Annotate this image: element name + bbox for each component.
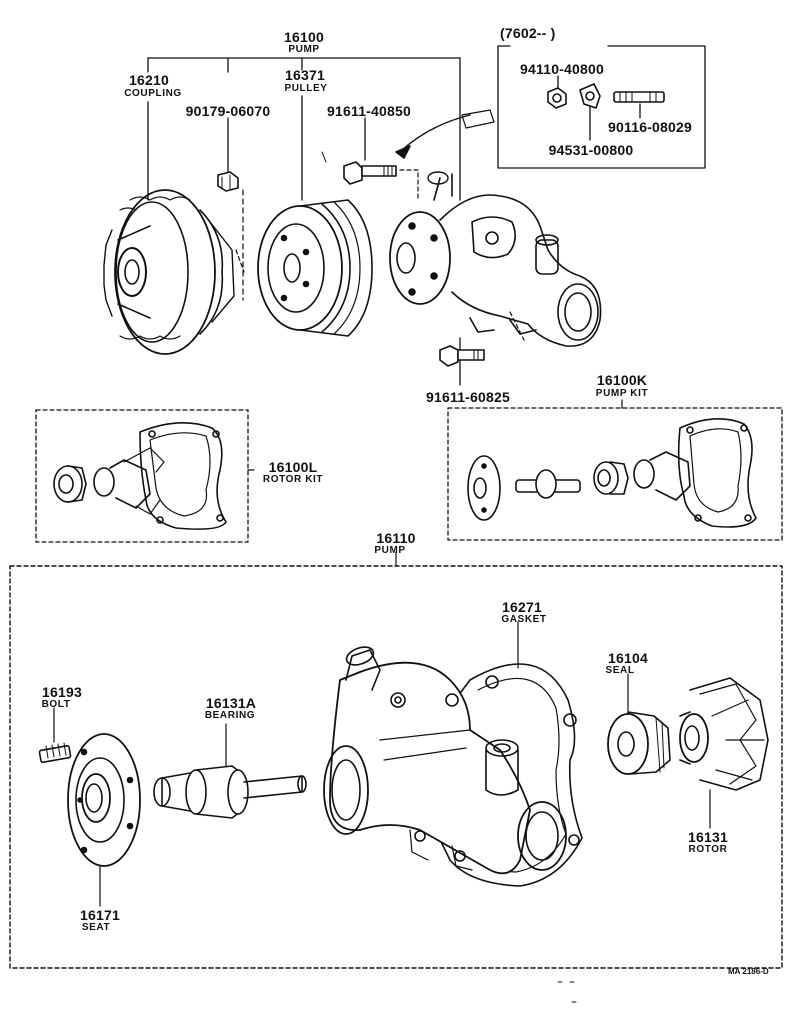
bearing-16131A: [153, 723, 307, 819]
leader-lines-top: [147, 57, 461, 386]
rotor-name: ROTOR: [688, 844, 728, 855]
pump-sub-number: 16110: [376, 530, 416, 546]
pump-assembly-name: PUMP: [288, 44, 320, 55]
pulley-name: PULLEY: [284, 83, 328, 94]
rotor-number: 16131: [688, 829, 728, 845]
seat-number: 16171: [80, 907, 120, 923]
pump-body-large: [323, 621, 583, 887]
pump-kit-number: 16100K: [596, 372, 648, 388]
pump-sub-name: PUMP: [374, 545, 406, 556]
rotor-kit-number: 16100L: [268, 459, 318, 475]
bearing-number: 16131A: [205, 695, 257, 711]
seat-16171: [67, 733, 141, 907]
bolt-bottom: [439, 345, 485, 367]
inset-nut: [547, 87, 567, 109]
gasket-name: GASKET: [501, 614, 547, 625]
fan-coupling: [103, 189, 245, 355]
inset-washer: [579, 83, 601, 109]
pump-assembly-number: 16100: [284, 29, 324, 45]
coupling-number: 16210: [129, 72, 169, 88]
pulley: [257, 199, 373, 337]
nut-number: 90179-06070: [185, 103, 271, 119]
pump-kit-name: PUMP KIT: [595, 388, 649, 399]
bottom-bolt-number: 91611-60825: [426, 389, 510, 405]
rotor-16131: [679, 677, 769, 829]
top-bolt-number: 91611-40850: [327, 103, 411, 119]
stud-number: 90116-08029: [608, 119, 692, 135]
seal-16104: [607, 673, 671, 775]
gasket-number: 16271: [502, 599, 542, 615]
washer-number: 94531-00800: [548, 142, 634, 158]
seal-number: 16104: [608, 650, 648, 666]
drawing-reference: MA 2186-D: [728, 967, 769, 976]
seat-name: SEAT: [81, 922, 111, 933]
seat-bolt-name: BOLT: [41, 699, 71, 710]
rotor-kit-box: [35, 409, 255, 543]
bearing-name: BEARING: [204, 710, 256, 721]
seal-name: SEAL: [605, 665, 635, 676]
pump-kit-box: [447, 399, 783, 541]
inset-pointer-arrow: [321, 109, 495, 163]
bolt-top: [343, 161, 419, 201]
seat-bolt-number: 16193: [42, 684, 82, 700]
pump-main-box: [9, 551, 783, 969]
water-pump-top: [389, 171, 602, 347]
serial-range: (7602-- ): [500, 25, 556, 41]
pulley-number: 16371: [285, 67, 325, 83]
rotor-kit-name: ROTOR KIT: [262, 474, 324, 485]
inset-nut-number: 94110-40800: [520, 61, 604, 77]
inset-stud: [613, 91, 665, 103]
nut-part: [217, 171, 244, 301]
scan-marks: [557, 981, 577, 1003]
coupling-name: COUPLING: [124, 88, 182, 99]
bolt-16193: [38, 707, 72, 763]
